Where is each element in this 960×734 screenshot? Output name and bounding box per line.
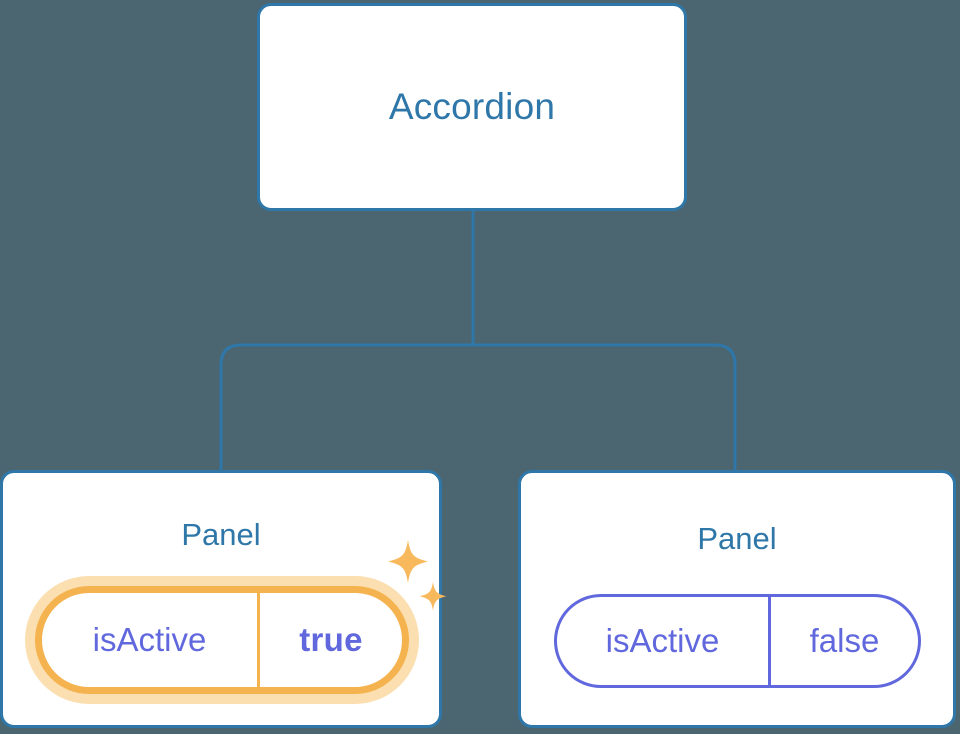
prop-key-label: isActive <box>605 622 720 659</box>
connector-branch-rail <box>219 343 737 470</box>
prop-pill-is-active-false[interactable]: isActive false <box>554 594 921 688</box>
node-panel-inactive-label: Panel <box>697 521 777 556</box>
node-panel-active-label: Panel <box>181 517 261 552</box>
prop-pill-is-active-true[interactable]: isActive true <box>35 586 409 694</box>
prop-key-label: isActive <box>92 621 207 658</box>
prop-value-label: true <box>299 621 363 658</box>
node-accordion[interactable]: Accordion <box>257 3 687 211</box>
prop-pill-wrapper-inactive: isActive false <box>554 594 921 688</box>
prop-pill-divider <box>257 593 260 687</box>
prop-value-label: false <box>809 622 880 659</box>
prop-pill-wrapper-active: isActive true <box>35 586 409 694</box>
node-accordion-label: Accordion <box>388 86 556 127</box>
prop-pill-divider <box>768 597 771 685</box>
